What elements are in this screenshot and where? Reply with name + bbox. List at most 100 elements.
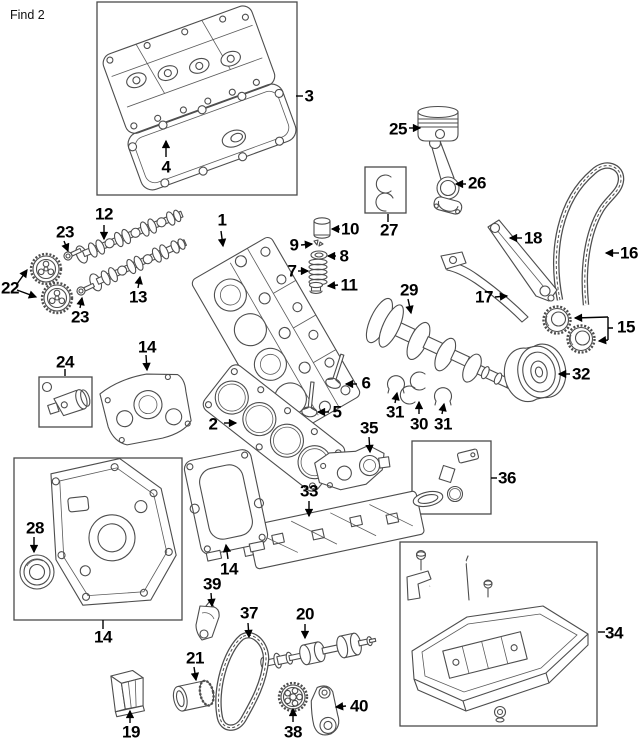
callout-29[interactable]: 29 — [400, 280, 418, 300]
leader-17 — [494, 292, 509, 301]
callout-40[interactable]: 40 — [350, 696, 368, 716]
callout-27[interactable]: 27 — [380, 220, 398, 240]
callout-20[interactable]: 20 — [296, 604, 314, 624]
part-valve-cover-gasket — [127, 83, 297, 191]
drain-plug — [493, 705, 507, 723]
leader-39 — [207, 592, 216, 608]
leader-14b — [222, 543, 232, 560]
callout-13[interactable]: 13 — [129, 287, 147, 307]
find-result-label: Find 2 — [10, 8, 45, 22]
leader-14a — [142, 354, 151, 372]
callout-25[interactable]: 25 — [389, 119, 407, 139]
callout-22[interactable]: 22 — [1, 278, 19, 298]
callout-17[interactable]: 17 — [475, 287, 493, 307]
part-phaser-bolt-lower — [76, 282, 95, 296]
group-box-valve-cover — [96, 1, 298, 196]
callout-5[interactable]: 5 — [332, 402, 342, 422]
part-cam-phaser-lower — [40, 281, 74, 315]
callout-11[interactable]: 11 — [340, 275, 358, 295]
leader-11 — [326, 281, 339, 290]
pan-bolt-2 — [483, 579, 493, 598]
part-chain-guide-tensioner — [487, 219, 558, 302]
part-balance-shaft — [260, 632, 377, 671]
part-tensioner-piston — [172, 679, 215, 712]
part-chain-tensioner — [195, 600, 220, 641]
part-main-bearing — [399, 371, 426, 405]
callout-4[interactable]: 4 — [161, 157, 171, 177]
group-box-vvt-solenoid — [38, 376, 93, 428]
callout-14b[interactable]: 14 — [220, 559, 238, 579]
callout-28[interactable]: 28 — [26, 518, 44, 538]
part-thrust-washer-left — [386, 375, 406, 394]
callout-32[interactable]: 32 — [572, 364, 590, 384]
leader-15-upper — [573, 313, 609, 322]
leader-35 — [365, 436, 374, 454]
part-idler-sprocket-upper — [542, 305, 572, 335]
callout-23a[interactable]: 23 — [56, 222, 74, 242]
part-valve-cover — [102, 5, 276, 134]
callout-31a[interactable]: 31 — [386, 402, 404, 422]
callout-9[interactable]: 9 — [289, 235, 299, 255]
callout-34[interactable]: 34 — [605, 623, 623, 643]
callout-6[interactable]: 6 — [361, 373, 371, 393]
callout-37[interactable]: 37 — [240, 603, 258, 623]
part-crank-seal — [19, 554, 55, 590]
part-valve-6 — [325, 353, 345, 389]
part-camshaft-exhaust — [89, 238, 187, 292]
callout-16[interactable]: 16 — [620, 243, 638, 263]
leader-15-bracket — [607, 317, 613, 340]
leader-31b — [438, 402, 447, 415]
group-box-oil-pan — [399, 541, 598, 727]
part-crank-pulley — [503, 343, 567, 403]
part-valve-stem-seal — [308, 281, 324, 294]
callout-33[interactable]: 33 — [300, 481, 318, 501]
part-thrust-washer-right — [433, 387, 453, 406]
pan-bolt-1 — [415, 549, 427, 571]
part-connecting-rod — [428, 136, 463, 215]
callout-12[interactable]: 12 — [95, 204, 113, 224]
callout-1[interactable]: 1 — [217, 210, 227, 230]
callout-10[interactable]: 10 — [341, 219, 359, 239]
callout-3[interactable]: 3 — [304, 86, 314, 106]
callout-24[interactable]: 24 — [56, 352, 74, 372]
group-box-timing-cover — [13, 457, 183, 621]
leader-23b — [76, 296, 85, 309]
part-oil-pump — [314, 444, 391, 491]
callout-2[interactable]: 2 — [208, 414, 218, 434]
part-balance-chain — [215, 632, 270, 731]
callout-23b[interactable]: 23 — [71, 307, 89, 327]
part-cam-housing — [99, 373, 192, 446]
callout-31b[interactable]: 31 — [434, 414, 452, 434]
part-tensioner-arm — [310, 685, 340, 736]
part-piston — [417, 105, 459, 142]
callout-7[interactable]: 7 — [287, 261, 297, 281]
part-valve-spring — [308, 258, 328, 286]
callout-18[interactable]: 18 — [524, 228, 542, 248]
callout-14c[interactable]: 14 — [94, 627, 112, 647]
callout-39[interactable]: 39 — [203, 574, 221, 594]
callout-30[interactable]: 30 — [410, 414, 428, 434]
leader-23a — [61, 240, 70, 253]
part-crankshaft — [365, 297, 514, 389]
callout-38[interactable]: 38 — [284, 722, 302, 741]
callout-26[interactable]: 26 — [468, 173, 486, 193]
callout-19[interactable]: 19 — [122, 722, 140, 741]
leader-13 — [134, 275, 143, 289]
leader-40 — [334, 702, 347, 711]
part-oil-pickup-tube — [412, 448, 480, 508]
leader-15-lower — [597, 336, 609, 345]
part-oil-pan-assembly — [406, 549, 589, 723]
part-spring-retainer — [310, 250, 328, 260]
callout-14a[interactable]: 14 — [138, 337, 156, 357]
part-idler-sprocket-lower — [566, 324, 596, 354]
part-camshaft-intake — [75, 209, 184, 264]
callout-8[interactable]: 8 — [339, 246, 349, 266]
leader-29 — [405, 298, 414, 315]
leader-31a — [391, 391, 400, 404]
callout-15[interactable]: 15 — [617, 317, 635, 337]
callout-36[interactable]: 36 — [498, 468, 516, 488]
part-cam-phaser-upper — [29, 252, 63, 286]
callout-35[interactable]: 35 — [360, 418, 378, 438]
callout-21[interactable]: 21 — [186, 648, 204, 668]
